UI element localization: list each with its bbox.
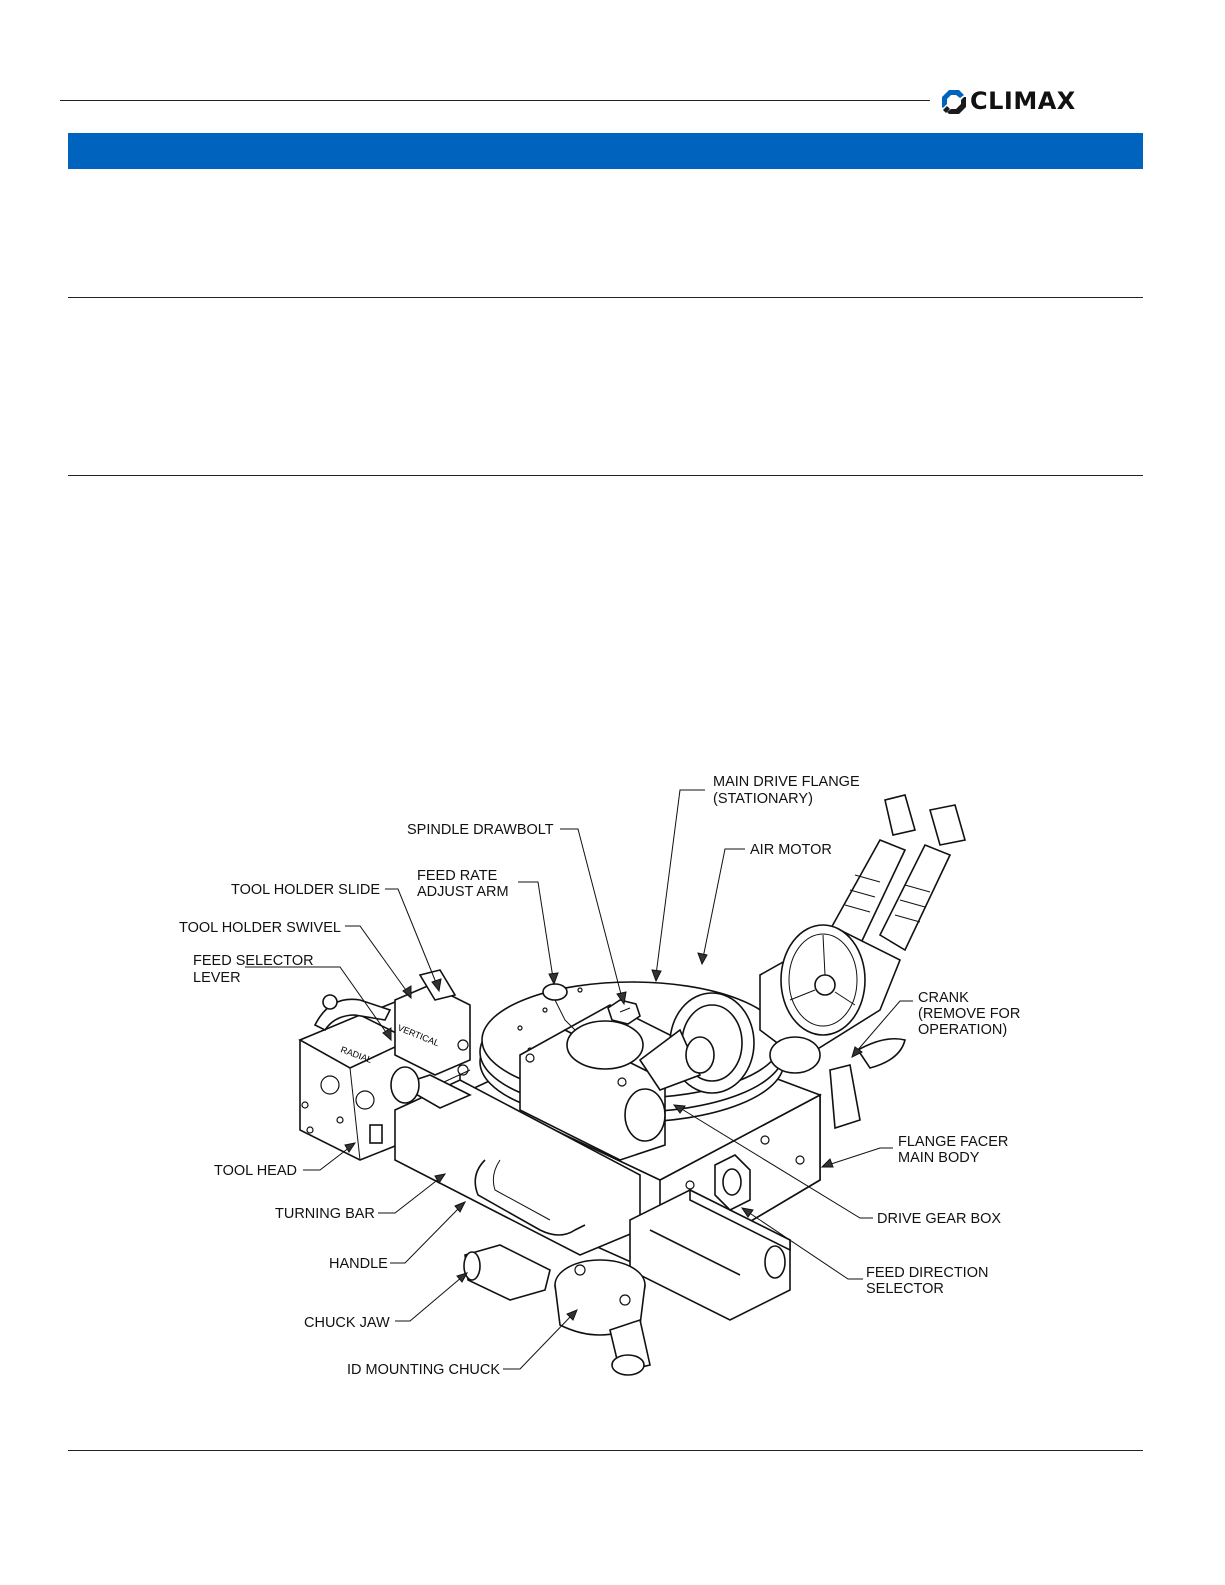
callout-flange-facer-main-body-line2: MAIN BODY	[898, 1150, 980, 1166]
callout-tool-holder-swivel: TOOL HOLDER SWIVEL	[179, 920, 341, 936]
callout-drive-gear-box: DRIVE GEAR BOX	[877, 1211, 1001, 1227]
header-rule	[60, 100, 930, 101]
callout-feed-selector-lever-line2: LEVER	[193, 970, 241, 986]
turning-bar	[390, 1066, 641, 1256]
callout-turning-bar: TURNING BAR	[275, 1206, 375, 1222]
callout-feed-direction-selector-line2: SELECTOR	[866, 1281, 944, 1297]
callout-labels: MAIN DRIVE FLANGE (STATIONARY) SPINDLE D…	[179, 774, 1020, 1378]
callout-crank-line2: (REMOVE FOR	[918, 1006, 1020, 1022]
section-rule-2	[68, 475, 1143, 476]
leader-lines	[245, 789, 913, 1370]
callout-crank-line3: OPERATION)	[918, 1022, 1007, 1038]
section-rule-1	[68, 297, 1143, 298]
callout-main-drive-flange-line1: MAIN DRIVE FLANGE	[713, 774, 860, 790]
callout-feed-selector-lever-line1: FEED SELECTOR	[193, 953, 314, 969]
callout-crank-line1: CRANK	[918, 990, 969, 1006]
callout-tool-head: TOOL HEAD	[214, 1163, 297, 1179]
climax-logo: CLIMAX	[940, 86, 1120, 116]
callout-feed-rate-adjust-arm-line1: FEED RATE	[417, 868, 498, 884]
callout-feed-rate-adjust-arm-line2: ADJUST ARM	[417, 884, 509, 900]
callout-air-motor: AIR MOTOR	[750, 842, 832, 858]
machine-drawing: RADIAL VERTICAL	[298, 794, 967, 1376]
footer-rule	[68, 1450, 1143, 1451]
callout-handle: HANDLE	[329, 1256, 388, 1272]
id-mounting-chuck	[463, 1244, 651, 1376]
brand-name: CLIMAX	[970, 87, 1076, 115]
callout-id-mounting-chuck: ID MOUNTING CHUCK	[347, 1362, 500, 1378]
callout-chuck-jaw: CHUCK JAW	[304, 1315, 390, 1331]
climax-logo-mark-icon	[942, 90, 966, 114]
callout-feed-direction-selector-line1: FEED DIRECTION	[866, 1265, 988, 1281]
callout-spindle-drawbolt: SPINDLE DRAWBOLT	[407, 822, 554, 838]
callout-main-drive-flange-line2: (STATIONARY)	[713, 791, 813, 807]
callout-flange-facer-main-body-line1: FLANGE FACER	[898, 1134, 1008, 1150]
section-banner	[68, 133, 1143, 169]
callout-tool-holder-slide: TOOL HOLDER SLIDE	[231, 882, 380, 898]
crank-wheel	[769, 924, 906, 1130]
